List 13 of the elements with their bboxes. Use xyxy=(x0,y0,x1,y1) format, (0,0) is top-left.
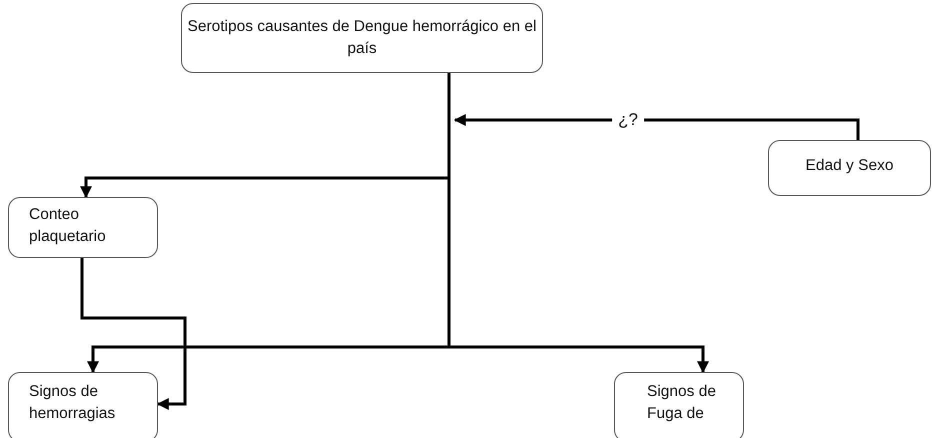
edge-label: ¿? xyxy=(612,110,644,130)
node-text: Signos de hemorragias xyxy=(29,382,116,424)
node-text: Edad y Sexo xyxy=(806,156,894,176)
rounded-box xyxy=(181,3,543,73)
rounded-box xyxy=(8,372,158,438)
node-text: Serotipos causantes de Dengue hemorrágico en el país xyxy=(186,17,538,59)
arrow xyxy=(454,114,860,140)
rounded-box xyxy=(768,140,931,196)
rounded-box xyxy=(614,372,744,438)
rounded-box xyxy=(8,197,158,258)
node-text: Conteo plaquetario xyxy=(29,205,107,247)
arrow xyxy=(80,258,186,410)
node-text: Signos de Fuga de xyxy=(647,382,717,424)
